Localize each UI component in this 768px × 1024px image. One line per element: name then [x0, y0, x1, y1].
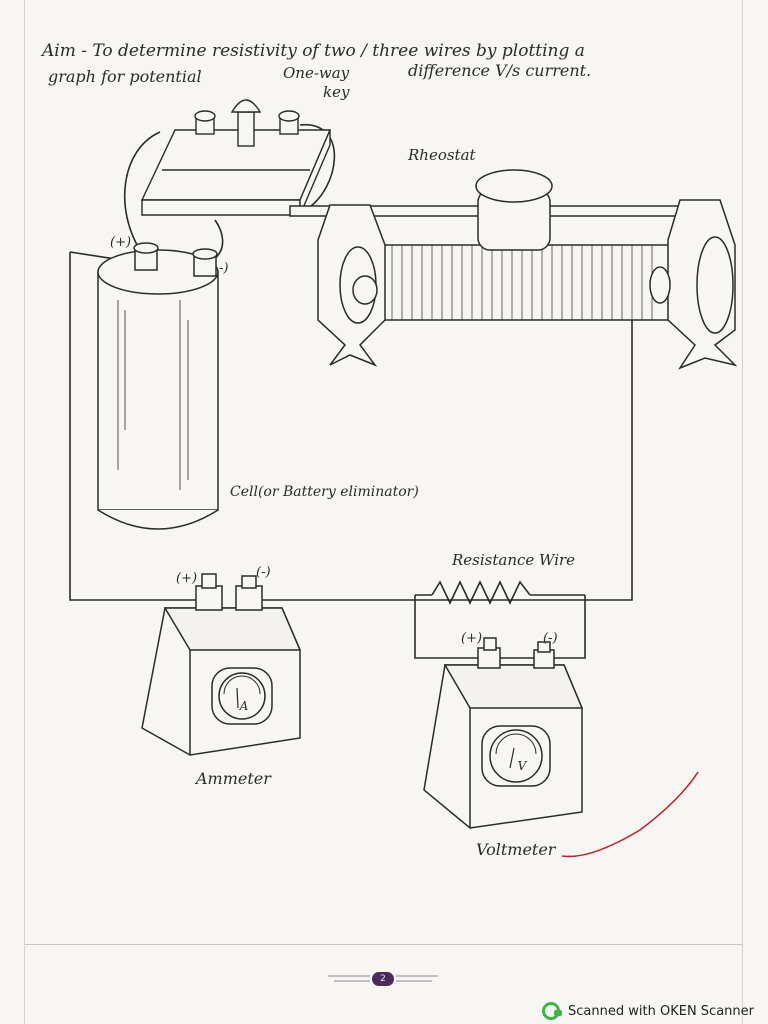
- one-way-key-label: One-way: [283, 64, 350, 82]
- right-margin-line: [742, 0, 743, 1024]
- aim-line-2: graph for potential: [48, 67, 202, 86]
- voltmeter: [423, 637, 584, 829]
- resistance-wire-label: Resistance Wire: [451, 551, 575, 569]
- aim-line-1: Aim - To determine resistivity of two / …: [40, 41, 585, 61]
- scanner-text: Scanned with OKEN Scanner: [568, 1003, 754, 1019]
- left-margin-line: [24, 0, 25, 1024]
- footer-rule: [25, 944, 743, 945]
- ammeter-symbol: A: [239, 699, 249, 713]
- cell-battery: [97, 242, 219, 530]
- rheostat: [289, 169, 738, 370]
- voltmeter-minus-label: (-): [543, 631, 558, 646]
- oken-scanner-logo-icon: [542, 1002, 563, 1020]
- ammeter: [141, 573, 302, 756]
- ammeter-label: Ammeter: [194, 769, 272, 788]
- red-check-mark: [561, 771, 699, 858]
- rheostat-label: Rheostat: [407, 146, 477, 164]
- page-number-ornament: [328, 975, 438, 982]
- cell-minus-label: -): [219, 261, 228, 276]
- ammeter-plus-label: (+): [176, 571, 197, 586]
- page-number-badge: 2: [372, 972, 394, 986]
- resistance-wire-symbol: [431, 580, 531, 605]
- ammeter-minus-label: (-): [256, 565, 271, 580]
- cell-label: Cell(or Battery eliminator): [230, 484, 419, 500]
- scanner-watermark: Scanned with OKEN Scanner: [542, 1002, 754, 1020]
- one-way-key-label-2: key: [323, 83, 350, 101]
- one-way-key: [140, 99, 332, 216]
- voltmeter-plus-label: (+): [461, 631, 482, 646]
- cell-plus-label: (+): [110, 235, 131, 250]
- voltmeter-label: Voltmeter: [476, 840, 557, 859]
- aim-line-2b: difference V/s current.: [408, 61, 591, 80]
- voltmeter-symbol: V: [518, 759, 528, 773]
